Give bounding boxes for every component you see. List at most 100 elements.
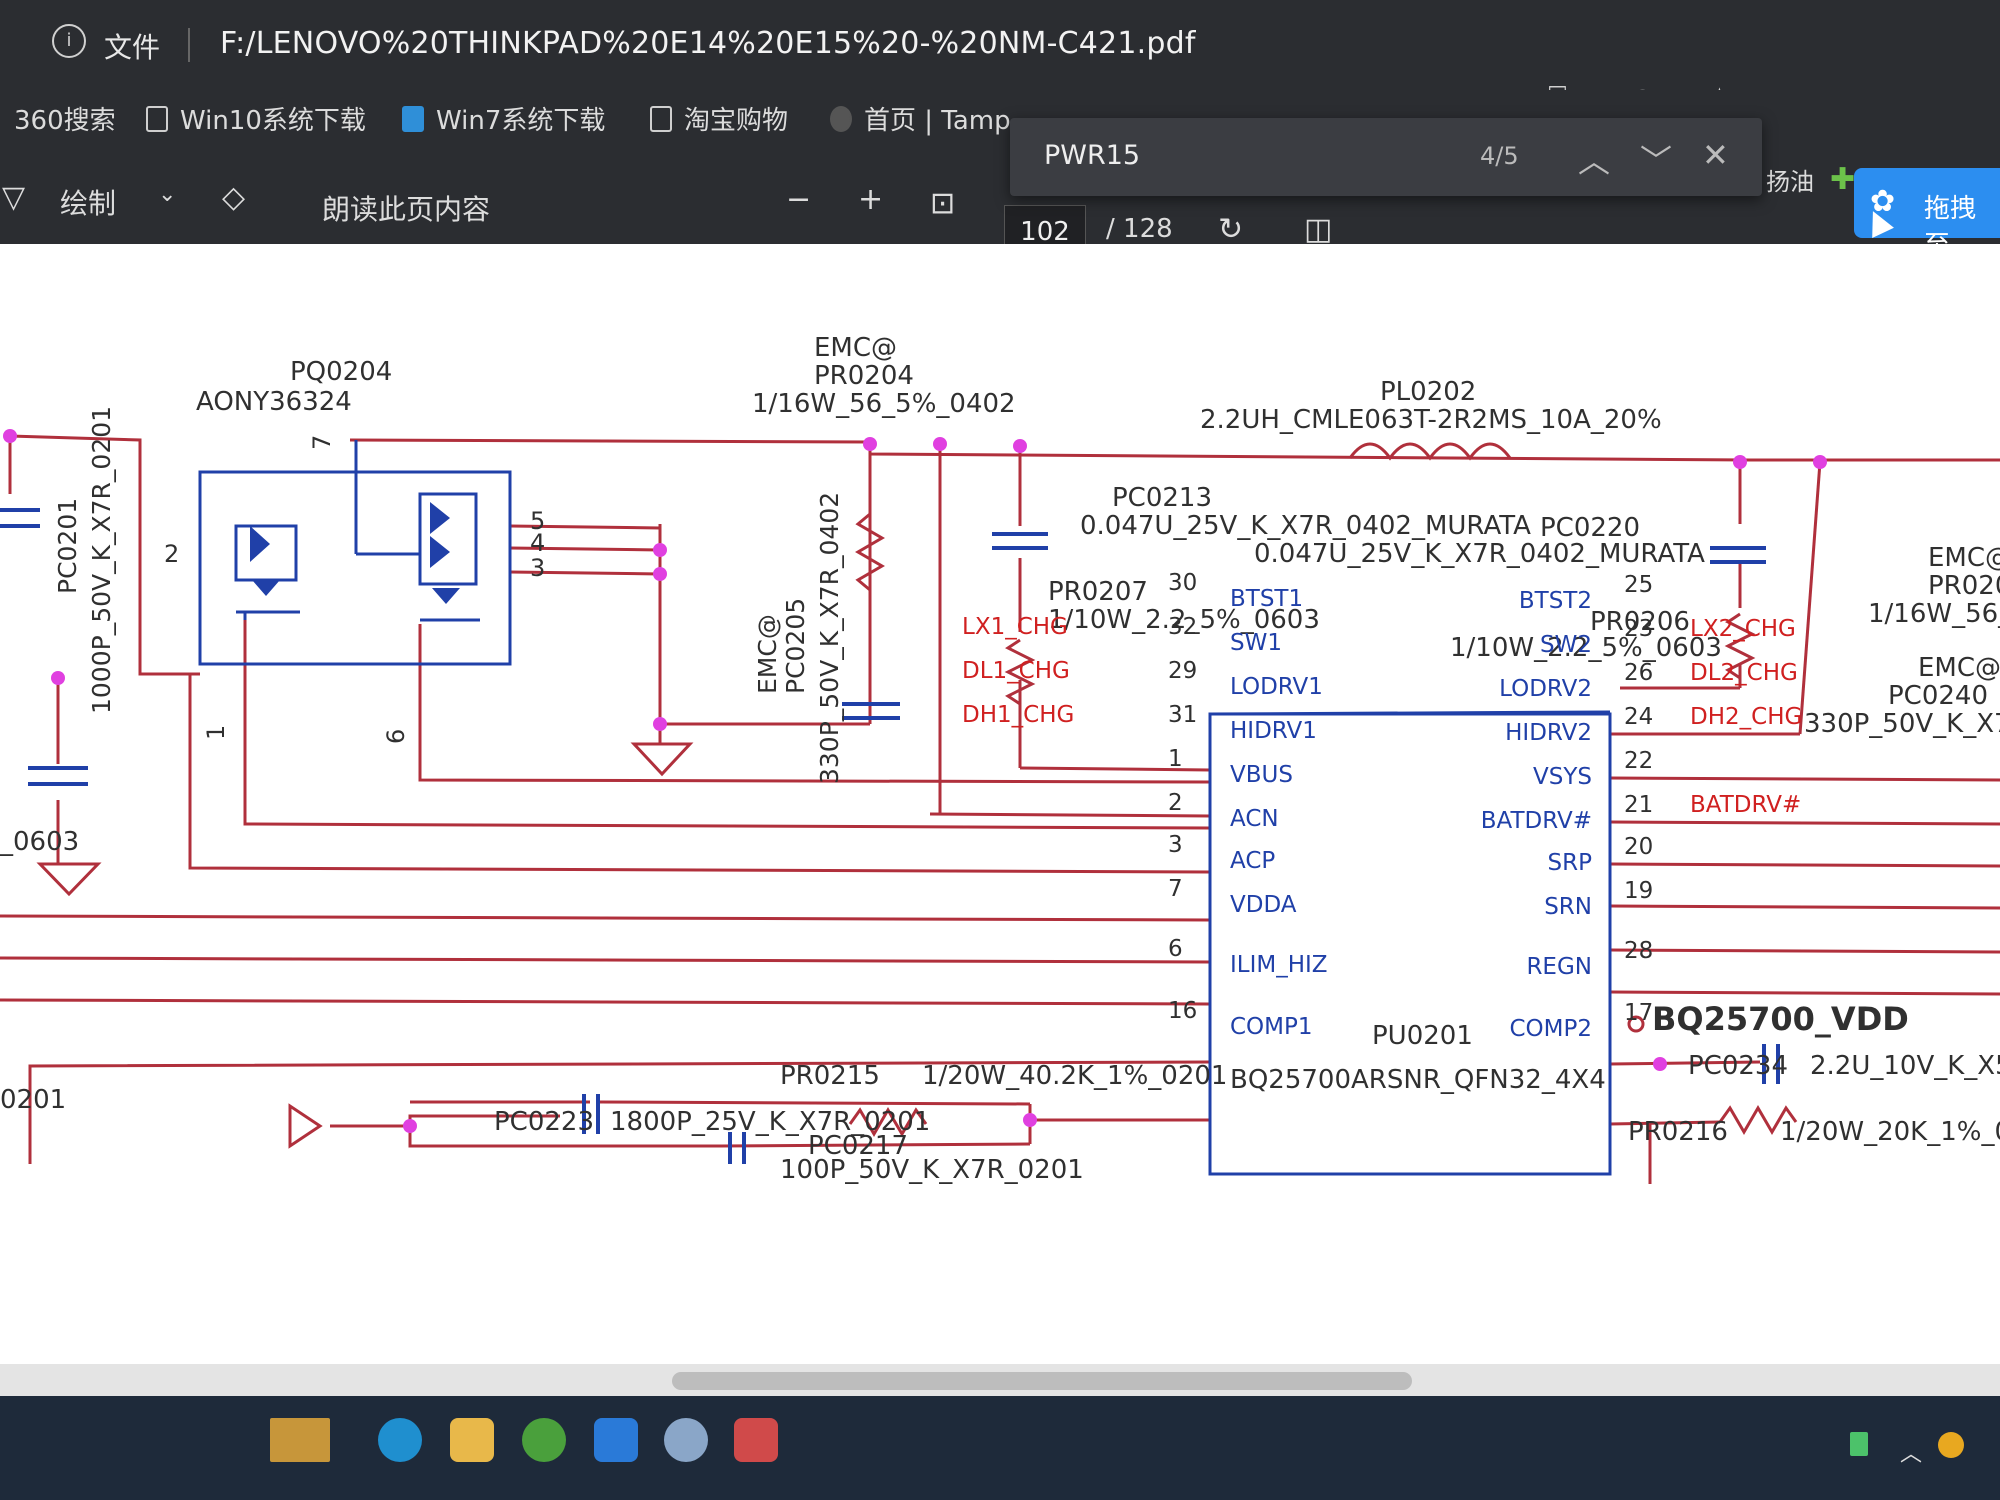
mosfet-symbols: [234, 440, 480, 622]
file-explorer-icon[interactable]: [450, 1418, 494, 1462]
ic-pin-name: HIDRV1: [1230, 718, 1317, 744]
inductor-pl0202: [1348, 442, 1512, 461]
pr0204-value: 1/16W_56_5%_0402: [752, 389, 1016, 419]
bookmark-win7[interactable]: Win7系统下载: [402, 100, 605, 137]
component-labels: PQ0204 AONY36324 EMC@ PR0204 1/16W_56_5%…: [0, 333, 2000, 1185]
bookmark-360[interactable]: 360搜索: [14, 100, 116, 137]
resistor-pr0216: [1718, 1105, 1798, 1135]
next-match-icon[interactable]: ﹀: [1640, 142, 1673, 180]
find-input[interactable]: PWR15: [1044, 140, 1141, 171]
ic-pin-number: 2: [1168, 790, 1183, 816]
ic-pin-number: 6: [1168, 936, 1183, 962]
address-bar: i 文件 F:/LENOVO%20THINKPAD%20E14%20E15%20…: [0, 0, 2000, 131]
right-emc1-tag: EMC@: [1928, 543, 2000, 573]
match-count: 4/5: [1480, 142, 1519, 170]
ic-pin-name: SW1: [1230, 630, 1282, 656]
mosfet-pins: 543 2 7 1 6: [164, 435, 545, 744]
mail-icon[interactable]: [594, 1418, 638, 1462]
chevron-down-icon[interactable]: ⌄: [158, 182, 177, 207]
chat-icon[interactable]: [664, 1418, 708, 1462]
pc0217-value: 100P_50V_K_X7R_0201: [780, 1155, 1084, 1185]
pl0202-value: 2.2UH_CMLE063T-2R2MS_10A_20%: [1200, 405, 1662, 435]
ic-pin-name: ACN: [1230, 806, 1279, 832]
ic-pin-name: BATDRV#: [1481, 808, 1592, 834]
pr0216-value: 1/20W_20K_1%_020: [1780, 1117, 2000, 1147]
ic-pin-number: 19: [1624, 878, 1653, 904]
site-icon: [830, 105, 852, 132]
bookmark-taobao[interactable]: 淘宝购物: [650, 100, 788, 137]
right-emc2-tag: EMC@: [1918, 653, 2000, 683]
ic-pin-name: LODRV2: [1499, 676, 1592, 702]
bookmark-tamp[interactable]: 首页 | Tamp: [830, 100, 1011, 137]
pc0205-value: 330P_50V_K_X7R_0402: [815, 492, 844, 784]
document-app-icon[interactable]: [734, 1418, 778, 1462]
previous-match-icon[interactable]: ︿: [1578, 142, 1611, 180]
chevron-up-icon[interactable]: ︿: [1900, 1442, 1923, 1467]
divider: [188, 28, 190, 62]
junction-dots: [3, 429, 1827, 1133]
bookmark-label: Win7系统下载: [436, 106, 606, 136]
horizontal-scrollbar[interactable]: [0, 1364, 2000, 1396]
battery-icon[interactable]: [1850, 1432, 1868, 1456]
eraser-icon[interactable]: ◇: [222, 180, 246, 215]
zoom-out-button[interactable]: −: [786, 182, 812, 217]
pq0204-part: AONY36324: [196, 387, 352, 417]
svg-text:7: 7: [308, 435, 336, 450]
ic-pin-number: 25: [1624, 572, 1653, 598]
ic-pin-number: 21: [1624, 792, 1653, 818]
draw-button[interactable]: 绘制: [60, 187, 117, 220]
resistor-pr0215: [848, 1107, 928, 1137]
find-bar: PWR15 4/5 ︿ ﹀ ✕: [1010, 118, 1762, 196]
share-icon: ✿: [1870, 184, 1896, 219]
rotate-icon[interactable]: ↻: [1218, 212, 1244, 247]
page-icon: [650, 105, 672, 132]
ic-pin-number: 32: [1168, 614, 1197, 640]
ic-pin-number: 22: [1624, 748, 1653, 774]
edge-label-left1: _0603: [0, 827, 79, 857]
zoom-in-button[interactable]: +: [858, 182, 884, 217]
drag-to-button[interactable]: ✿ 拖拽至: [1854, 168, 2000, 261]
pc0223-ref: PC0223: [494, 1107, 594, 1137]
right-emc1-value: 1/16W_56_5: [1868, 599, 2000, 629]
pr0206-ref: PR0206: [1590, 607, 1690, 637]
ic-pin-name: BTST2: [1519, 588, 1592, 614]
ic-pin-name: HIDRV2: [1505, 720, 1592, 746]
ic-pin-name: COMP1: [1230, 1014, 1313, 1040]
pc0234-ref: PC0234: [1688, 1051, 1788, 1081]
ic-pin-name: REGN: [1526, 954, 1592, 980]
tray-app-icon[interactable]: [1938, 1432, 1964, 1458]
pc0223-value: 1800P_25V_K_X7R_0201: [610, 1107, 930, 1137]
right-emc1-ref: PR020: [1928, 571, 2000, 601]
app-widget-icon[interactable]: [270, 1418, 330, 1462]
url-text[interactable]: F:/LENOVO%20THINKPAD%20E14%20E15%20-%20N…: [220, 26, 1196, 61]
ic-pin-number: 30: [1168, 570, 1197, 596]
edge-browser-icon[interactable]: [378, 1418, 422, 1462]
close-icon[interactable]: ✕: [1702, 136, 1729, 174]
browser-360-icon[interactable]: [522, 1418, 566, 1462]
fit-page-icon[interactable]: ⊡: [930, 186, 956, 221]
bookmark-win10[interactable]: Win10系统下载: [146, 100, 366, 137]
pc0217-ref: PC0217: [808, 1131, 908, 1161]
resistor-pr0204: [855, 512, 885, 592]
pr0206-value: 1/10W_2.2_5%_0603: [1450, 633, 1722, 663]
draw-icon[interactable]: ▽: [2, 180, 26, 215]
info-icon[interactable]: i: [52, 24, 86, 58]
ic-pin-name: VSYS: [1533, 764, 1592, 790]
scrollbar-thumb[interactable]: [672, 1372, 1412, 1390]
svg-text:3: 3: [530, 554, 545, 582]
ic-pin-number: 28: [1624, 938, 1653, 964]
ic-pin-name: COMP2: [1509, 1016, 1592, 1042]
pr0215-value: 1/20W_40.2K_1%_0201: [922, 1061, 1227, 1091]
resistor-pr0206: [1724, 612, 1756, 680]
ic-pin-number: 26: [1624, 660, 1653, 686]
mosfet-diodes: [250, 502, 460, 604]
pq0204-ref: PQ0204: [290, 357, 392, 387]
two-page-icon[interactable]: ◫: [1304, 212, 1333, 247]
read-aloud-button[interactable]: 朗读此页内容: [322, 193, 491, 226]
pr0204-tag: EMC@: [814, 333, 897, 363]
plus-icon[interactable]: ✚: [1830, 162, 1856, 197]
pc0205-tag: EMC@: [753, 614, 782, 694]
partial-label: 扬油: [1766, 168, 1814, 196]
ic-pin-number: 1: [1168, 746, 1183, 772]
svg-text:1: 1: [202, 725, 230, 740]
